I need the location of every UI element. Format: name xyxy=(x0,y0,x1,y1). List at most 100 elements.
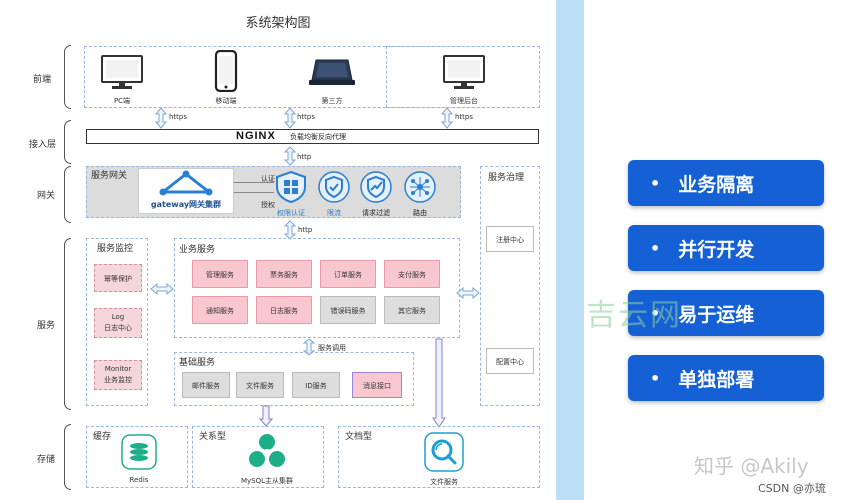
phone-icon xyxy=(214,50,238,92)
service-notify: 通知服务 xyxy=(192,296,248,324)
relational-label: MySQL主从集群 xyxy=(240,477,294,485)
shield-icon xyxy=(318,171,350,203)
business-title: 业务服务 xyxy=(179,245,216,255)
monitor-icon xyxy=(443,55,485,89)
base-service-mail: 邮件服务 xyxy=(182,372,230,398)
nginx-logo: NGINX xyxy=(236,130,276,142)
gateway-feature-auth: 权限认证 xyxy=(277,209,305,217)
network-icon xyxy=(404,171,436,203)
document-box xyxy=(338,426,540,488)
protocol-https: https xyxy=(169,113,188,121)
credit-zhihu: 知乎 @Akily xyxy=(694,454,809,478)
nginx-desc: 负载均衡反向代理 xyxy=(290,133,346,141)
monitor-item-idempotent: 幂等保护 xyxy=(94,264,142,292)
file-search-icon xyxy=(424,432,464,472)
tier-label-frontend: 前端 xyxy=(33,75,52,85)
business-services-box xyxy=(174,238,460,338)
cache-label: Redis xyxy=(129,476,149,484)
bidirectional-arrow xyxy=(155,107,167,129)
config-center: 配置中心 xyxy=(486,348,534,374)
base-title: 基础服务 xyxy=(179,358,216,368)
brace-service xyxy=(64,238,71,410)
document-label: 文件服务 xyxy=(430,478,458,486)
client-label-mobile: 移动端 xyxy=(215,97,237,105)
base-service-message: 消息接口 xyxy=(352,372,402,398)
down-arrow xyxy=(432,338,446,428)
windows-shield-icon xyxy=(276,170,306,204)
base-service-file: 文件服务 xyxy=(236,372,284,398)
client-label-third-party: 第三方 xyxy=(321,97,343,105)
benefit-label: 单独部署 xyxy=(678,368,755,391)
bullet: • xyxy=(650,173,661,193)
bidirectional-arrow xyxy=(303,338,315,356)
service-ticket: 票务服务 xyxy=(256,260,312,288)
monitor-item-business-monitor: Monitor 业务监控 xyxy=(94,360,142,390)
benefit-label: 并行开发 xyxy=(678,238,755,261)
benefit-label: 易于运维 xyxy=(678,303,755,326)
service-order: 订单服务 xyxy=(320,260,376,288)
nginx-bar xyxy=(86,129,539,144)
tier-label-storage: 存储 xyxy=(37,455,56,465)
cache-box xyxy=(86,426,188,488)
governance-title: 服务治理 xyxy=(488,173,525,183)
gateway-title: 服务网关 xyxy=(91,171,128,181)
benefit-pill: • 单独部署 xyxy=(628,355,824,401)
gateway-logo-icon xyxy=(159,170,213,196)
connector-line xyxy=(234,182,274,183)
cache-title: 缓存 xyxy=(93,432,112,442)
protocol-http: http xyxy=(297,153,312,161)
protocol-https: https xyxy=(297,113,316,121)
governance-box xyxy=(480,166,540,406)
relational-title: 关系型 xyxy=(199,432,227,442)
down-arrow xyxy=(259,405,273,427)
gateway-cluster-label: gateway网关集群 xyxy=(150,200,222,209)
brace-frontend xyxy=(64,45,71,109)
tier-label-service: 服务 xyxy=(37,321,56,331)
diagram-title: 系统架构图 xyxy=(245,16,311,31)
service-error-code: 错误码服务 xyxy=(320,296,376,324)
brace-gateway xyxy=(64,166,71,223)
trend-shield-icon xyxy=(360,171,392,203)
admin-section xyxy=(386,46,540,108)
base-services-box xyxy=(174,352,414,406)
architecture-diagram: 系统架构图 前端 接入层 网关 服务 存储 PC端 移动端 第三方 管理后台 xyxy=(29,16,540,490)
benefit-pill: • 业务隔离 xyxy=(628,160,824,206)
benefit-pill: • 并行开发 xyxy=(628,225,824,271)
redis-icon xyxy=(121,434,157,470)
protocol-service-call: 服务调用 xyxy=(318,344,346,352)
tier-label-access: 接入层 xyxy=(29,140,57,150)
connector-line xyxy=(234,192,274,193)
bidirectional-arrow xyxy=(284,220,296,240)
laptop-icon xyxy=(309,59,355,85)
bidirectional-arrow xyxy=(150,283,174,295)
bullet: • xyxy=(650,238,661,258)
bidirectional-arrow xyxy=(441,107,453,129)
bidirectional-arrow xyxy=(284,107,296,129)
client-label-pc: PC端 xyxy=(113,97,131,105)
bidirectional-arrow xyxy=(284,146,296,166)
bullet: • xyxy=(650,368,661,388)
monitor-item-log: Log 日志中心 xyxy=(94,308,142,338)
client-label-admin: 管理后台 xyxy=(450,97,478,105)
divider-strip xyxy=(556,0,584,500)
protocol-https: https xyxy=(455,113,474,121)
gateway-feature-route: 路由 xyxy=(413,209,427,217)
service-other: 其它服务 xyxy=(384,296,440,324)
tier-label-gateway: 网关 xyxy=(37,191,56,201)
benefit-label: 业务隔离 xyxy=(678,173,755,196)
service-management: 管理服务 xyxy=(192,260,248,288)
registry-center: 注册中心 xyxy=(486,226,534,252)
gateway-tag-grant: 授权 xyxy=(261,201,275,209)
bidirectional-arrow xyxy=(456,287,480,299)
mysql-cluster-icon xyxy=(249,434,285,467)
bullet: • xyxy=(650,303,661,323)
gateway-tag-auth: 认证 xyxy=(261,175,275,183)
gateway-feature-limit: 限流 xyxy=(327,209,341,217)
service-log: 日志服务 xyxy=(256,296,312,324)
protocol-http: http xyxy=(298,226,313,234)
monitor-icon xyxy=(101,55,143,89)
watermark: 吉云网 xyxy=(586,298,682,333)
monitor-box xyxy=(86,238,148,406)
brace-access xyxy=(64,120,71,164)
benefit-pill: • 易于运维 xyxy=(628,290,824,336)
